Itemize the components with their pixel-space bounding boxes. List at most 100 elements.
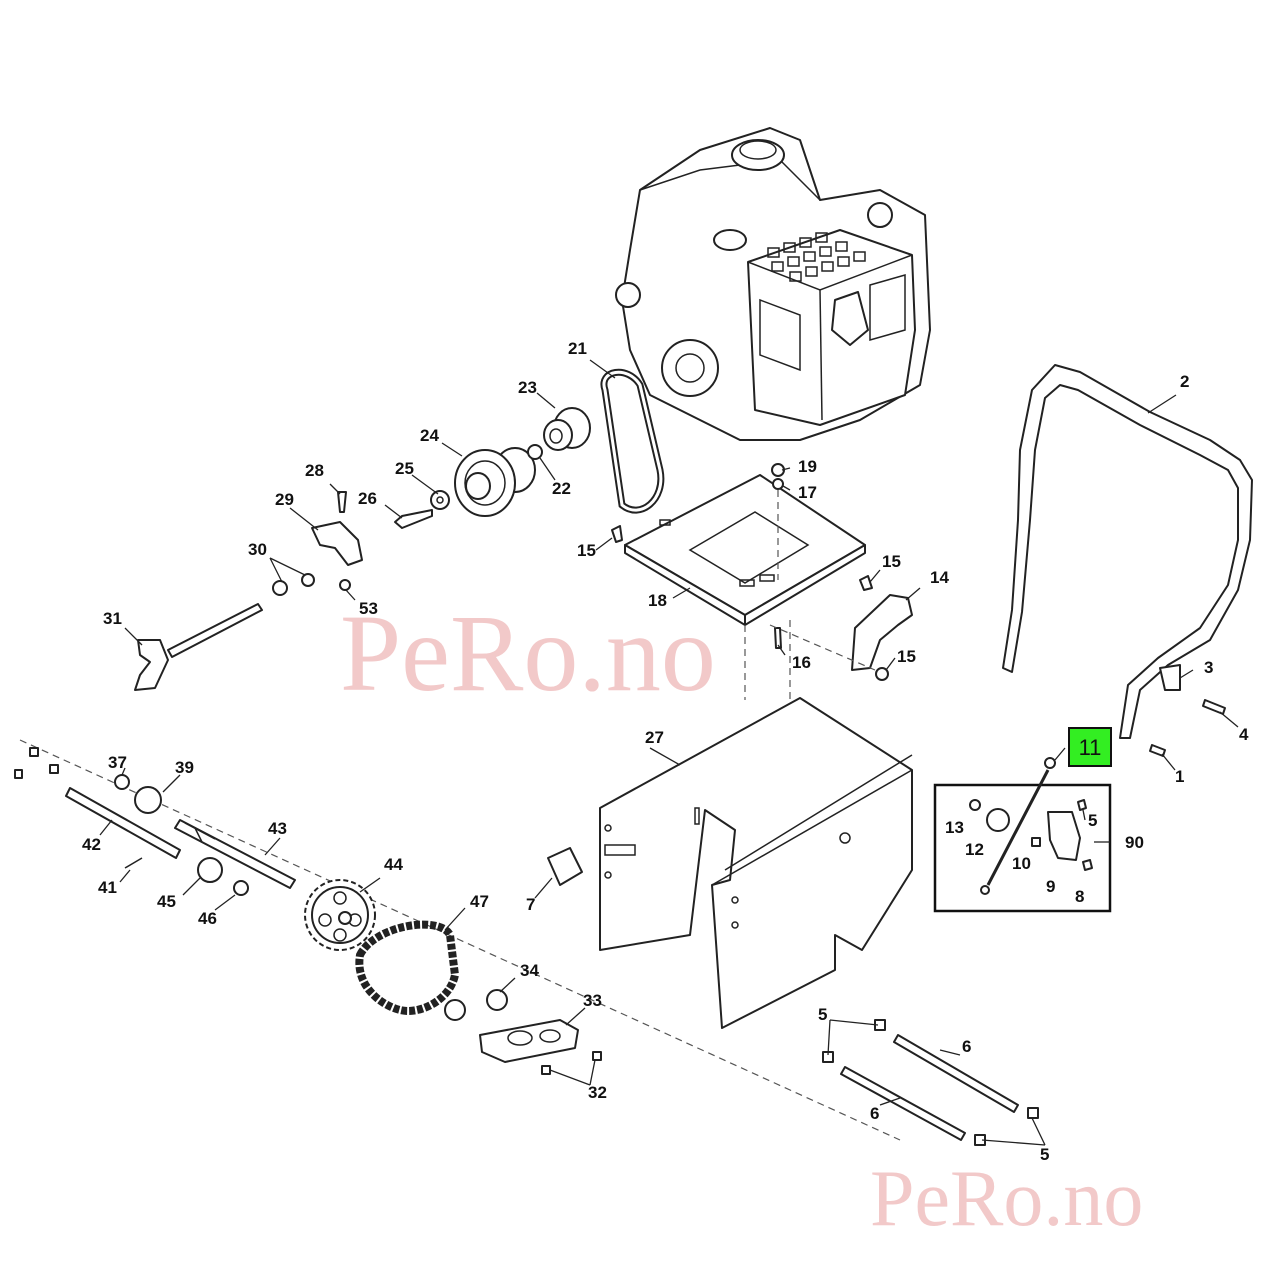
engine-plate-18 <box>624 474 866 626</box>
callout-21: 21 <box>568 339 587 358</box>
bearing-37 <box>114 774 130 790</box>
pin-41 <box>124 857 143 869</box>
callout-12: 12 <box>965 840 984 859</box>
callout-34: 34 <box>520 961 539 980</box>
bolt-15a <box>611 525 623 543</box>
bolt-5-kit <box>1077 799 1087 811</box>
rod-11 <box>986 769 1050 886</box>
callout-2: 2 <box>1180 372 1189 391</box>
part-10 <box>1031 837 1041 847</box>
sprocket-44 <box>304 879 376 951</box>
callout-24: 24 <box>420 426 439 445</box>
callout-45: 45 <box>157 892 176 911</box>
callout-47: 47 <box>470 892 489 911</box>
bolt-left-c <box>49 764 59 774</box>
callout-42: 42 <box>82 835 101 854</box>
callout-46: 46 <box>198 909 217 928</box>
callout-53: 53 <box>359 599 378 618</box>
callout-18: 18 <box>648 591 667 610</box>
callout-37: 37 <box>108 753 127 772</box>
shafts-42-43 <box>19 739 901 1141</box>
frame-27 <box>599 697 913 1029</box>
rod-6a <box>893 1034 1019 1113</box>
center-watermark: PeRo.no <box>340 592 716 714</box>
pulley-24 <box>454 447 536 517</box>
washer-17 <box>772 478 784 490</box>
callout-19: 19 <box>798 457 817 476</box>
handle-bar-2 <box>1002 364 1253 739</box>
highlight-box[interactable] <box>1068 727 1112 767</box>
bracket-9 <box>1047 811 1081 861</box>
callout-3: 3 <box>1204 658 1213 677</box>
callout-14: 14 <box>930 568 949 587</box>
callout-30: 30 <box>248 540 267 559</box>
callout-15-left: 15 <box>577 541 596 560</box>
callout-5-kit: 5 <box>1088 811 1097 830</box>
rod-11-end <box>1044 757 1056 769</box>
callout-44: 44 <box>384 855 403 874</box>
bolt-left-b <box>14 769 23 779</box>
bearing-34a <box>444 999 466 1021</box>
callout-39: 39 <box>175 758 194 777</box>
bolt-32b <box>541 1065 551 1075</box>
callout-23: 23 <box>518 378 537 397</box>
callout-16: 16 <box>792 653 811 672</box>
bushing-7 <box>547 847 583 886</box>
highlighted-part-11[interactable]: 11 <box>1068 727 1112 767</box>
bolt-5b <box>822 1051 834 1063</box>
callout-15-bottom: 15 <box>897 647 916 666</box>
callout-31: 31 <box>103 609 122 628</box>
bolt-5a <box>874 1019 886 1031</box>
callout-5-left: 5 <box>818 1005 827 1024</box>
bolt-28 <box>337 491 347 513</box>
highlight-label-11: 11 <box>1079 735 1102 760</box>
callout-4: 4 <box>1239 725 1249 744</box>
bracket-29 <box>311 521 363 566</box>
plate-33 <box>479 1019 579 1063</box>
chain-47 <box>355 920 460 1015</box>
callout-8: 8 <box>1075 887 1084 906</box>
callout-90: 90 <box>1125 833 1144 852</box>
bracket-14 <box>851 594 913 671</box>
callout-1: 1 <box>1175 767 1184 786</box>
washer-25 <box>430 490 450 510</box>
callout-6-top: 6 <box>962 1037 971 1056</box>
callout-41: 41 <box>98 878 117 897</box>
callout-7: 7 <box>526 895 535 914</box>
nut-53 <box>339 579 351 591</box>
gear-39 <box>134 786 162 814</box>
corner-watermark: PeRo.no <box>870 1155 1143 1243</box>
callout-5-right: 5 <box>1040 1145 1049 1164</box>
leader-lines <box>99 359 1239 1146</box>
clip-22 <box>527 444 543 460</box>
bolt-15b <box>859 575 873 591</box>
callout-26: 26 <box>358 489 377 508</box>
bearing-34b <box>486 989 508 1011</box>
bolt-8 <box>1082 859 1093 871</box>
callout-43: 43 <box>268 819 287 838</box>
bolt-4 <box>1202 699 1226 715</box>
engine-drawing <box>615 127 931 441</box>
callout-33: 33 <box>583 991 602 1010</box>
lever-rod-31 <box>134 603 263 691</box>
callout-13: 13 <box>945 818 964 837</box>
callout-labels: 1 2 3 4 5 5 5 6 6 7 8 9 10 12 13 14 15 1… <box>82 339 1249 1164</box>
bolt-32a <box>592 1051 602 1061</box>
bearing-12 <box>986 808 1010 832</box>
callout-17: 17 <box>798 483 817 502</box>
bolt-16 <box>774 627 782 649</box>
callout-22: 22 <box>552 479 571 498</box>
bolt-26 <box>394 509 433 529</box>
bolt-left-a <box>29 747 39 757</box>
callout-29: 29 <box>275 490 294 509</box>
callout-6-bottom: 6 <box>870 1104 879 1123</box>
nut-15c <box>875 667 889 681</box>
bushing-46 <box>233 880 249 896</box>
callout-27: 27 <box>645 728 664 747</box>
nut-30b <box>301 573 315 587</box>
callout-25: 25 <box>395 459 414 478</box>
bolt-5d <box>974 1134 986 1146</box>
pulley-23 <box>543 407 591 451</box>
callout-9: 9 <box>1046 877 1055 896</box>
